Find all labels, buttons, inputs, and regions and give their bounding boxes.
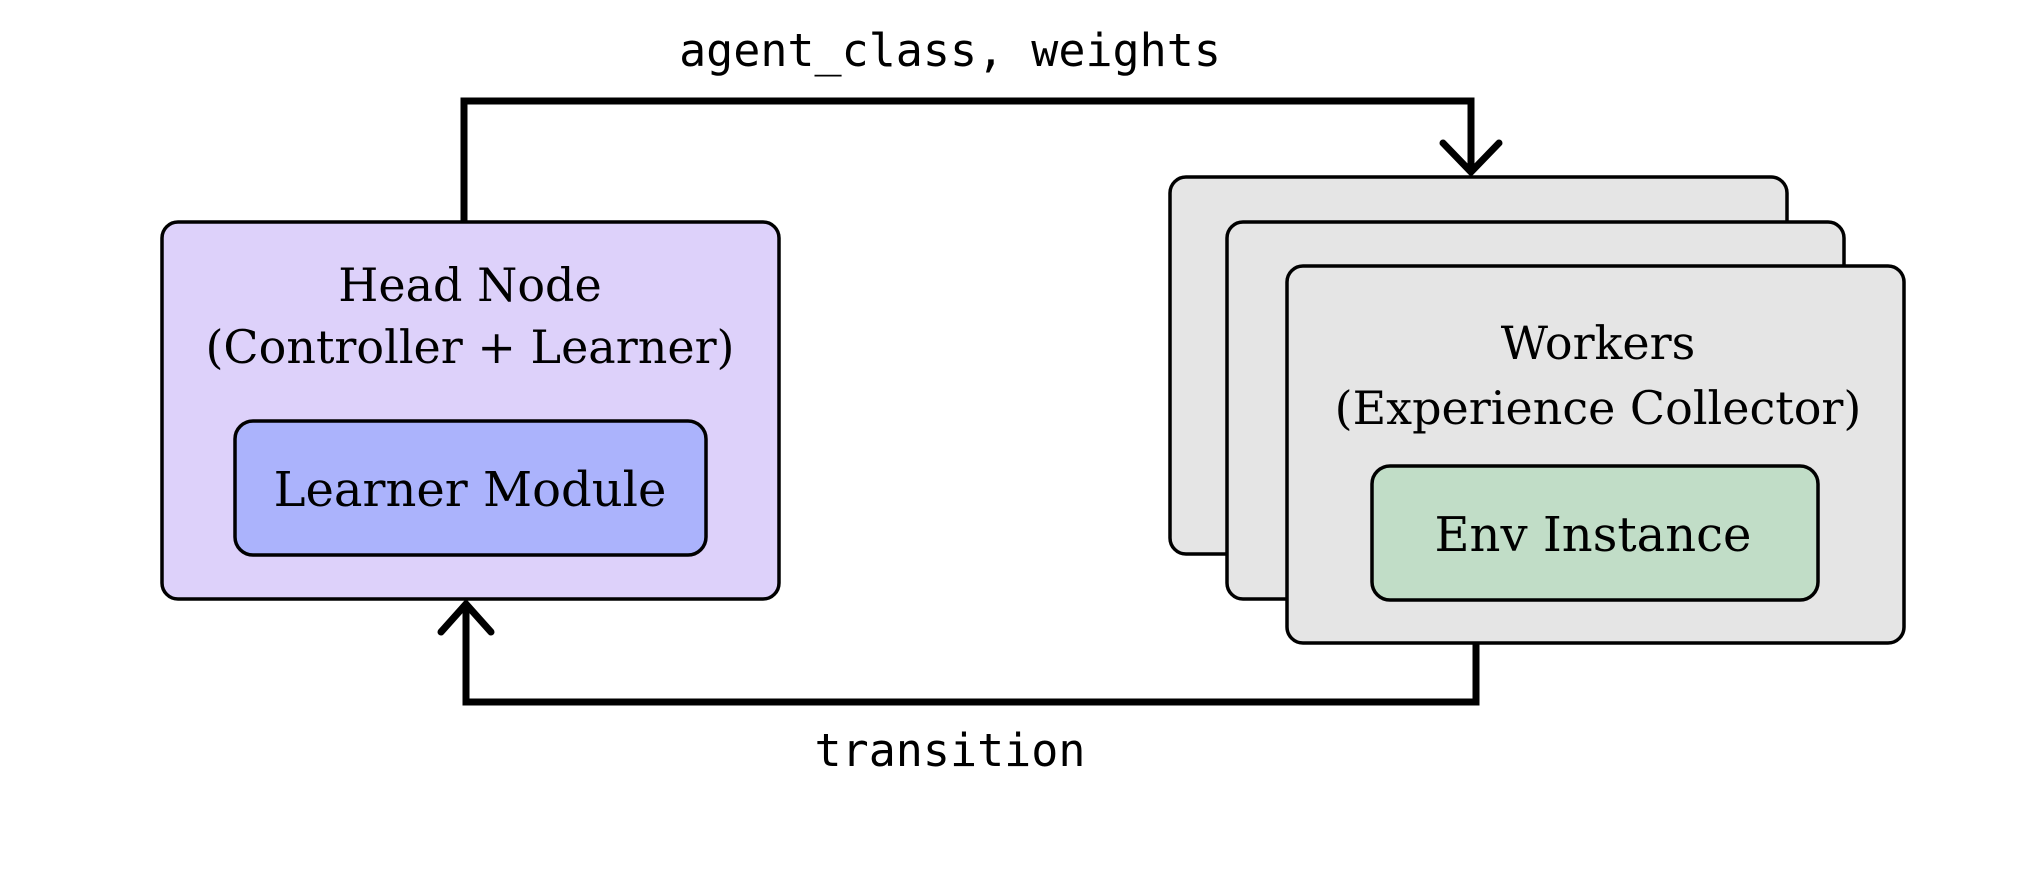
arrowhead-up-icon <box>437 598 495 636</box>
workers-subtitle: (Experience Collector) <box>1335 381 1862 435</box>
env-instance-label: Env Instance <box>1435 507 1752 563</box>
env-instance-box <box>1370 464 1820 602</box>
edge-head-to-workers <box>460 97 1475 222</box>
learner-module-box <box>233 419 708 557</box>
head-node-title: Head Node <box>338 258 601 312</box>
edge-workers-to-head <box>462 604 1480 706</box>
edge-label-top: agent_class, weights <box>679 24 1221 77</box>
head-node: Head Node (Controller + Learner) Learner… <box>160 220 781 601</box>
learner-module-label: Learner Module <box>274 462 667 518</box>
head-node-subtitle: (Controller + Learner) <box>205 320 734 374</box>
arrowhead-down-icon <box>1439 139 1503 178</box>
edge-label-bottom: transition <box>815 724 1086 777</box>
workers-stack: Workers (Experience Collector) Env Insta… <box>1168 175 1906 645</box>
workers-title: Workers <box>1501 316 1696 370</box>
